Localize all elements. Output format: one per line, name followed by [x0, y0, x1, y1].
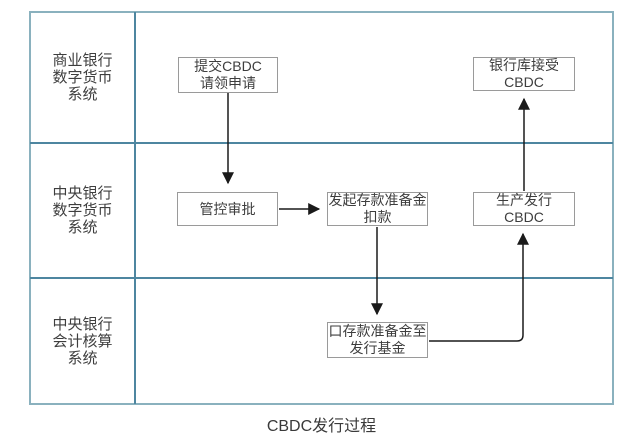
node-reserve-to-issuance-fund: 口存款准备金至 发行基金: [327, 322, 428, 358]
lane-label-commercial-bank-dc-system: 商业银行 数字货币 系统: [52, 52, 113, 103]
lane-label-central-bank-dc-system: 中央银行 数字货币 系统: [52, 185, 113, 236]
node-initiate-reserve-deduction: 发起存款准备金 扣款: [327, 192, 428, 226]
diagram-caption: CBDC发行过程: [266, 418, 377, 435]
edge-transfer-to-produce: [429, 232, 529, 342]
node-bank-vault-accept-cbdc: 银行库接受 CBDC: [473, 57, 575, 91]
node-submit-cbdc-request: 提交CBDC 请领申请: [178, 57, 278, 93]
node-control-approval: 管控审批: [177, 192, 278, 226]
swimlane-outer-border: [29, 11, 614, 405]
node-produce-issue-cbdc: 生产发行 CBDC: [473, 192, 575, 226]
lane-label-central-bank-accounting: 中央银行 会计核算 系统: [52, 315, 113, 367]
